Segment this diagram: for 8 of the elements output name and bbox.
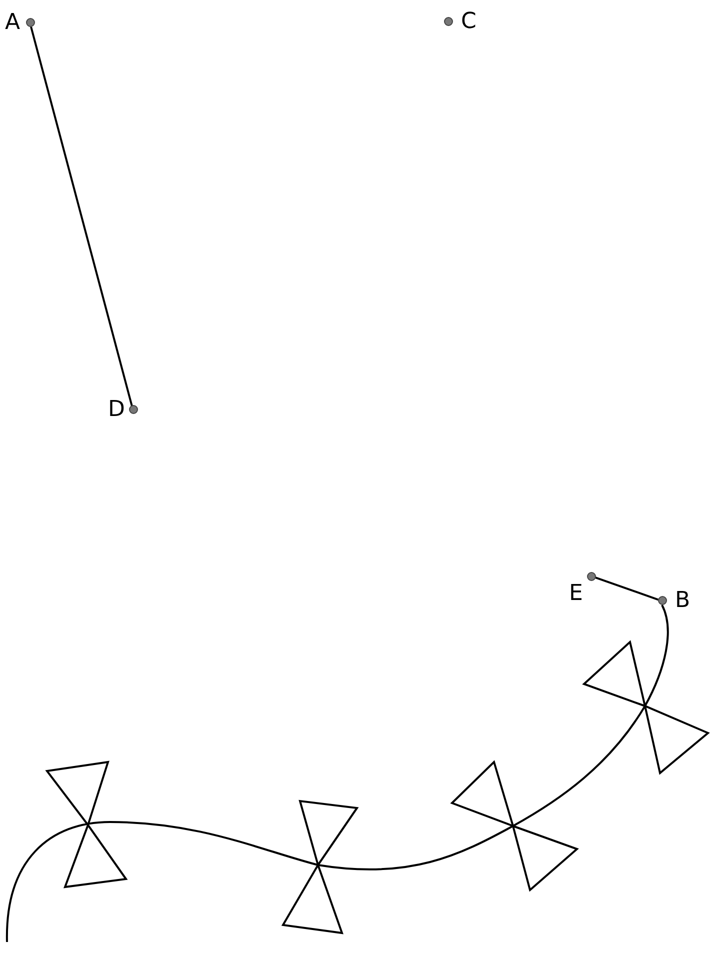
point-label: C — [461, 9, 476, 35]
curve — [6, 604, 669, 942]
point-label: D — [108, 397, 125, 423]
point-label: A — [5, 10, 20, 36]
line-segment — [594, 576, 659, 601]
point-label: B — [675, 588, 690, 614]
point-label: E — [569, 581, 583, 607]
line-segment — [30, 26, 133, 406]
